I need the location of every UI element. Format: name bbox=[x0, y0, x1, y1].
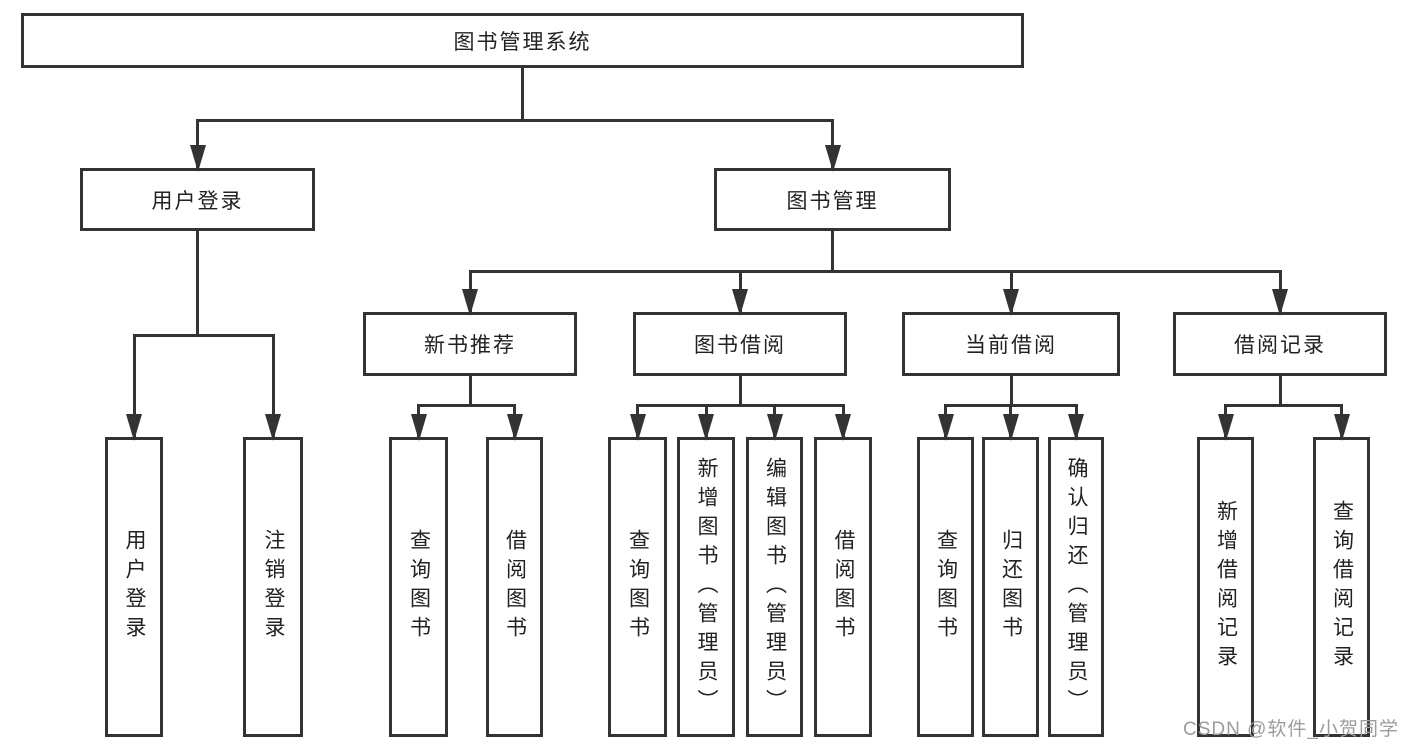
connector-line bbox=[468, 376, 472, 405]
arrow-down-icon bbox=[189, 145, 206, 172]
node-leaf-borrow-books-2: 借阅图书 bbox=[814, 437, 872, 737]
arrow-down-icon bbox=[1272, 289, 1288, 316]
arrow-down-icon bbox=[937, 414, 954, 441]
node-label: 借阅图书 bbox=[503, 529, 527, 645]
node-book-management: 图书管理 bbox=[714, 168, 951, 231]
watermark: CSDN @软件_小贺同学 bbox=[1183, 719, 1399, 740]
node-user-login-group: 用户登录 bbox=[80, 168, 315, 231]
node-label: 借阅记录 bbox=[1234, 334, 1326, 357]
node-leaf-confirm-return-admin: 确认归还（管理员） bbox=[1048, 437, 1104, 737]
node-label: 确认归还（管理员） bbox=[1065, 456, 1088, 718]
node-leaf-user-login: 用户登录 bbox=[105, 437, 163, 737]
connector-line bbox=[132, 333, 275, 337]
arrow-down-icon bbox=[126, 414, 142, 441]
node-label: 查询图书 bbox=[934, 529, 958, 645]
connector-line bbox=[521, 68, 524, 120]
arrow-down-icon bbox=[732, 289, 748, 316]
node-label: 图书借阅 bbox=[694, 334, 786, 357]
arrow-down-icon bbox=[1003, 289, 1019, 316]
connector-line bbox=[196, 231, 199, 335]
connector-line bbox=[1009, 376, 1013, 405]
connector-line bbox=[1278, 376, 1282, 405]
arrow-down-icon bbox=[698, 414, 714, 441]
node-label: 查询图书 bbox=[626, 529, 650, 645]
arrow-down-icon bbox=[1002, 414, 1019, 441]
node-label: 查询图书 bbox=[407, 529, 431, 645]
arrow-down-icon bbox=[835, 414, 851, 441]
node-leaf-query-books-2: 查询图书 bbox=[608, 437, 667, 737]
connector-line bbox=[1224, 403, 1343, 407]
node-label: 当前借阅 bbox=[965, 334, 1057, 357]
node-label: 图书管理系统 bbox=[453, 30, 592, 54]
node-label: 用户登录 bbox=[151, 189, 244, 213]
node-label: 归还图书 bbox=[999, 529, 1023, 645]
connector-line bbox=[831, 231, 834, 271]
node-label: 注销登录 bbox=[262, 529, 285, 645]
node-leaf-query-borrow-record: 查询借阅记录 bbox=[1313, 437, 1370, 737]
node-label: 查询借阅记录 bbox=[1330, 500, 1354, 674]
node-leaf-edit-book-admin: 编辑图书（管理员） bbox=[746, 437, 803, 737]
node-label: 新增图书（管理员） bbox=[695, 456, 718, 718]
connector-line bbox=[196, 118, 834, 122]
node-book-borrowing: 图书借阅 bbox=[633, 312, 847, 376]
node-leaf-borrow-books-1: 借阅图书 bbox=[486, 437, 543, 737]
arrow-down-icon bbox=[410, 414, 427, 441]
arrow-down-icon bbox=[462, 289, 478, 316]
arrow-down-icon bbox=[629, 414, 646, 441]
node-leaf-query-books-1: 查询图书 bbox=[389, 437, 448, 737]
node-root: 图书管理系统 bbox=[21, 13, 1024, 68]
arrow-down-icon bbox=[1217, 414, 1234, 441]
node-current-borrowing: 当前借阅 bbox=[902, 312, 1120, 376]
arrow-down-icon bbox=[1068, 414, 1084, 441]
arrow-down-icon bbox=[506, 414, 523, 441]
node-leaf-query-books-3: 查询图书 bbox=[917, 437, 974, 737]
arrow-down-icon bbox=[265, 414, 281, 441]
arrow-down-icon bbox=[1333, 414, 1350, 441]
node-leaf-add-book-admin: 新增图书（管理员） bbox=[677, 437, 735, 737]
arrow-down-icon bbox=[824, 145, 841, 172]
node-label: 用户登录 bbox=[123, 529, 146, 645]
node-label: 借阅图书 bbox=[832, 529, 855, 645]
node-leaf-return-book: 归还图书 bbox=[982, 437, 1039, 737]
node-new-book-recommend: 新书推荐 bbox=[363, 312, 577, 376]
node-leaf-logout: 注销登录 bbox=[243, 437, 303, 737]
node-borrowing-records: 借阅记录 bbox=[1173, 312, 1387, 376]
connector-line bbox=[271, 335, 275, 437]
connector-line bbox=[417, 403, 516, 407]
node-leaf-add-borrow-record: 新增借阅记录 bbox=[1197, 437, 1254, 737]
connector-line bbox=[196, 120, 199, 168]
node-label: 图书管理 bbox=[786, 189, 879, 213]
arrow-down-icon bbox=[766, 414, 783, 441]
node-label: 新增借阅记录 bbox=[1214, 500, 1238, 674]
connector-line bbox=[132, 335, 136, 437]
connector-line bbox=[468, 269, 1282, 273]
connector-line bbox=[831, 120, 834, 168]
connector-line bbox=[738, 376, 742, 405]
node-label: 新书推荐 bbox=[424, 334, 516, 357]
connector-line bbox=[636, 403, 845, 407]
node-label: 编辑图书（管理员） bbox=[763, 456, 787, 718]
